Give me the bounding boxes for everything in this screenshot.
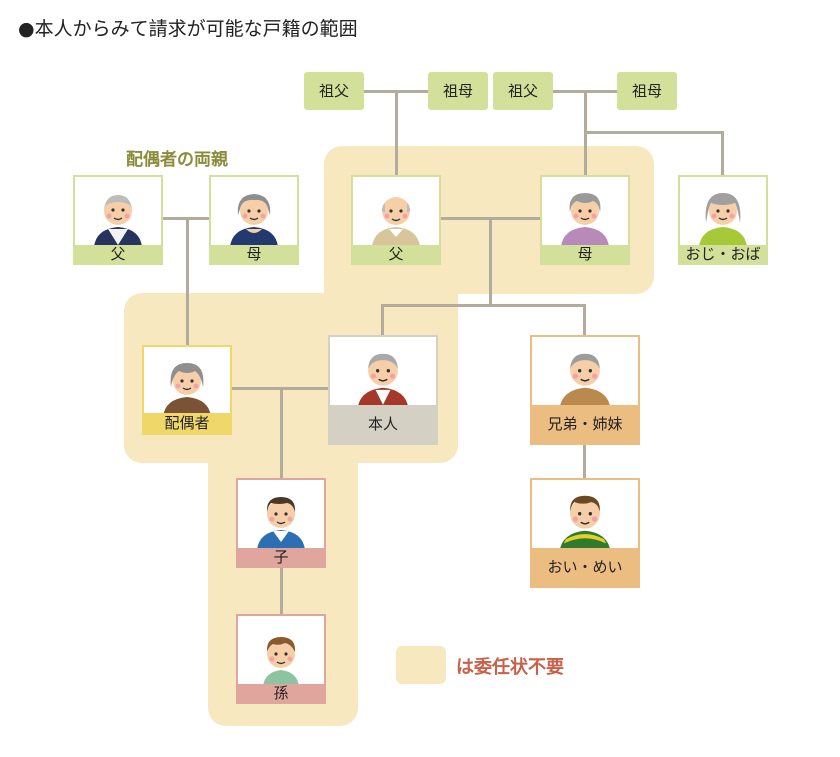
legend-swatch (396, 646, 446, 684)
spouse-card: 配偶者 (142, 345, 232, 435)
paternal-grandfather-box: 祖父 (304, 72, 364, 110)
elderly-woman-icon (211, 177, 297, 247)
woman-icon (144, 347, 230, 417)
father-card: 父 (351, 175, 441, 265)
elderly-woman-icon (542, 177, 628, 247)
self-card: 本人 (328, 335, 438, 445)
grandchild-card: 孫 (236, 614, 326, 704)
elderly-man-icon (330, 337, 436, 409)
self-label: 本人 (330, 405, 436, 443)
nephew-niece-label: おい・めい (532, 548, 638, 586)
uncle-aunt-label: おじ・おば (680, 245, 766, 263)
boy-icon (238, 616, 324, 686)
page-title: ●本人からみて請求が可能な戸籍の範囲 (18, 18, 358, 40)
spouse-parents-heading: 配偶者の両親 (126, 150, 228, 170)
nephew-niece-card: おい・めい (530, 478, 640, 588)
spouse-father-label: 父 (75, 245, 161, 263)
elderly-man-icon (353, 177, 439, 247)
legend-text: は委任状不要 (456, 657, 564, 678)
paternal-grandmother-box: 祖母 (428, 72, 488, 110)
maternal-grandmother-box: 祖母 (617, 72, 677, 110)
man-icon (238, 480, 324, 550)
man-icon (532, 480, 638, 552)
siblings-label: 兄弟・姉妹 (532, 405, 638, 443)
spouse-father-card: 父 (73, 175, 163, 265)
spouse-label: 配偶者 (144, 413, 230, 433)
father-label: 父 (353, 245, 439, 263)
grandchild-label: 孫 (238, 684, 324, 702)
elderly-man-icon (532, 337, 638, 409)
elderly-man-icon (75, 177, 161, 247)
child-label: 子 (238, 548, 324, 566)
child-card: 子 (236, 478, 326, 568)
siblings-card: 兄弟・姉妹 (530, 335, 640, 445)
maternal-grandfather-box: 祖父 (493, 72, 553, 110)
spouse-mother-card: 母 (209, 175, 299, 265)
mother-card: 母 (540, 175, 630, 265)
uncle-aunt-card: おじ・おば (678, 175, 768, 265)
spouse-mother-label: 母 (211, 245, 297, 263)
mother-label: 母 (542, 245, 628, 263)
woman-icon (680, 177, 766, 247)
